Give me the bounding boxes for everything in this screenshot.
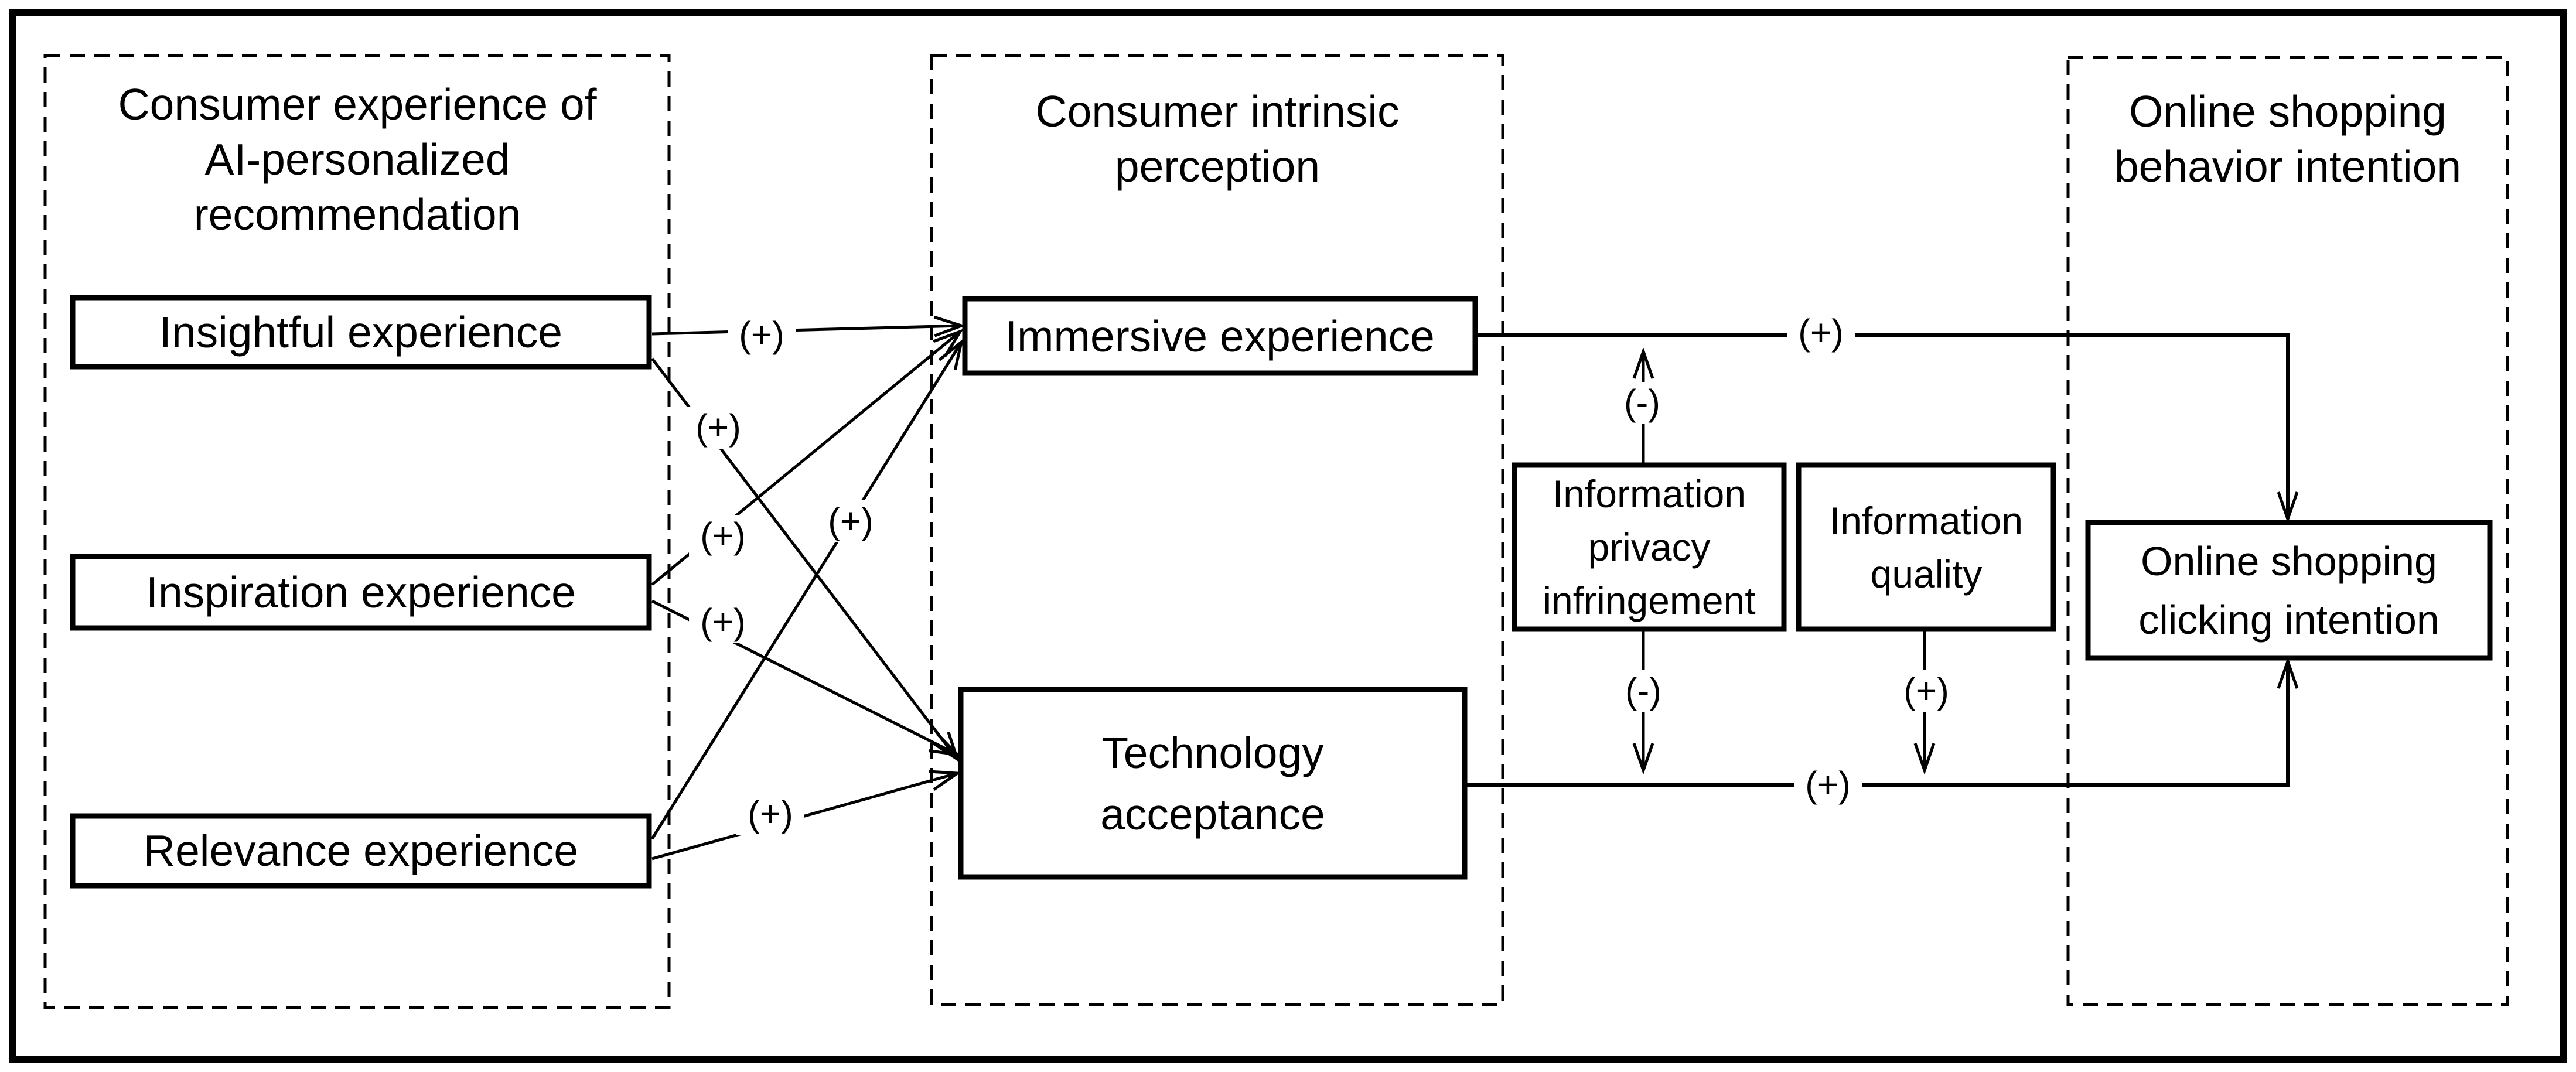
group-title-left-line1: Consumer experience of (118, 80, 596, 129)
sign-bg (689, 515, 757, 557)
label-immersive-experience: Immersive experience (1005, 312, 1435, 361)
label-clicking-intention-line2: clicking intention (2138, 597, 2439, 643)
sign-inspiration-technology: (+) (700, 602, 746, 643)
label-relevance-experience: Relevance experience (144, 826, 578, 875)
node-inspiration-experience (70, 554, 652, 631)
sign-bg (1787, 312, 1855, 354)
figure-border (9, 9, 2567, 1063)
sign-bg (736, 793, 804, 835)
sign-bg (684, 407, 752, 449)
sign-privacy-immersive-path: (-) (1624, 383, 1660, 424)
group-online-shopping-behavior-intention (2066, 56, 2509, 1006)
sign-bg (728, 314, 796, 356)
sign-bg (1892, 670, 1960, 712)
group-title-middle-line2: perception (1115, 142, 1320, 191)
group-title-middle-line1: Consumer intrinsic (1035, 87, 1399, 136)
group-title-right-line2: behavior intention (2114, 142, 2461, 191)
label-clicking-intention-line1: Online shopping (2141, 538, 2437, 584)
node-online-shopping-clicking-intention (2085, 520, 2493, 661)
label-technology-acceptance-line2: acceptance (1100, 790, 1325, 839)
label-technology-acceptance-line1: Technology (1101, 728, 1324, 777)
sign-labels: (+) (+) (+) (+) (+) (+) (+) (+) (-) (-) … (684, 312, 1960, 835)
sign-bg (1794, 764, 1862, 806)
node-relevance-experience (70, 813, 652, 889)
label-information-quality-line2: quality (1871, 552, 1983, 596)
edge-immersive-to-clicking (1476, 333, 2288, 519)
sign-bg (1609, 382, 1675, 424)
sign-bg (1611, 670, 1676, 712)
edge-relevance-to-technology (651, 773, 957, 861)
node-immersive-experience (962, 296, 1478, 376)
edge-technology-to-clicking (1467, 661, 2288, 787)
group-title-left-line3: recommendation (194, 190, 521, 239)
edge-relevance-to-immersive (650, 342, 961, 840)
node-insightful-experience (70, 295, 652, 370)
label-information-privacy-line2: privacy (1588, 525, 1710, 569)
sign-inspiration-immersive: (+) (700, 516, 746, 557)
sign-quality-technology-path: (+) (1903, 671, 1949, 712)
group-title-right-line1: Online shopping (2129, 87, 2447, 136)
label-insightful-experience: Insightful experience (159, 308, 562, 357)
group-title-left-line2: AI-personalized (204, 135, 510, 184)
node-information-quality (1796, 462, 2056, 632)
sign-bg (817, 500, 885, 542)
sign-technology-clicking: (+) (1805, 765, 1851, 805)
sign-bg (689, 601, 757, 643)
edge-insightful-to-immersive (651, 326, 961, 334)
label-inspiration-experience: Inspiration experience (146, 568, 576, 617)
sign-relevance-technology: (+) (748, 794, 793, 835)
group-consumer-intrinsic-perception (930, 54, 1504, 1006)
sign-insightful-immersive: (+) (739, 315, 784, 356)
node-information-privacy-infringement (1512, 462, 1787, 632)
label-information-quality-line1: Information (1830, 499, 2023, 542)
label-information-privacy-line3: infringement (1543, 579, 1755, 622)
sign-insightful-technology: (+) (695, 408, 741, 448)
label-information-privacy-line1: Information (1553, 472, 1746, 515)
sign-relevance-immersive: (+) (828, 501, 874, 542)
node-technology-acceptance (958, 687, 1468, 880)
sign-privacy-technology-path: (-) (1625, 671, 1661, 712)
sign-immersive-clicking: (+) (1798, 313, 1844, 353)
